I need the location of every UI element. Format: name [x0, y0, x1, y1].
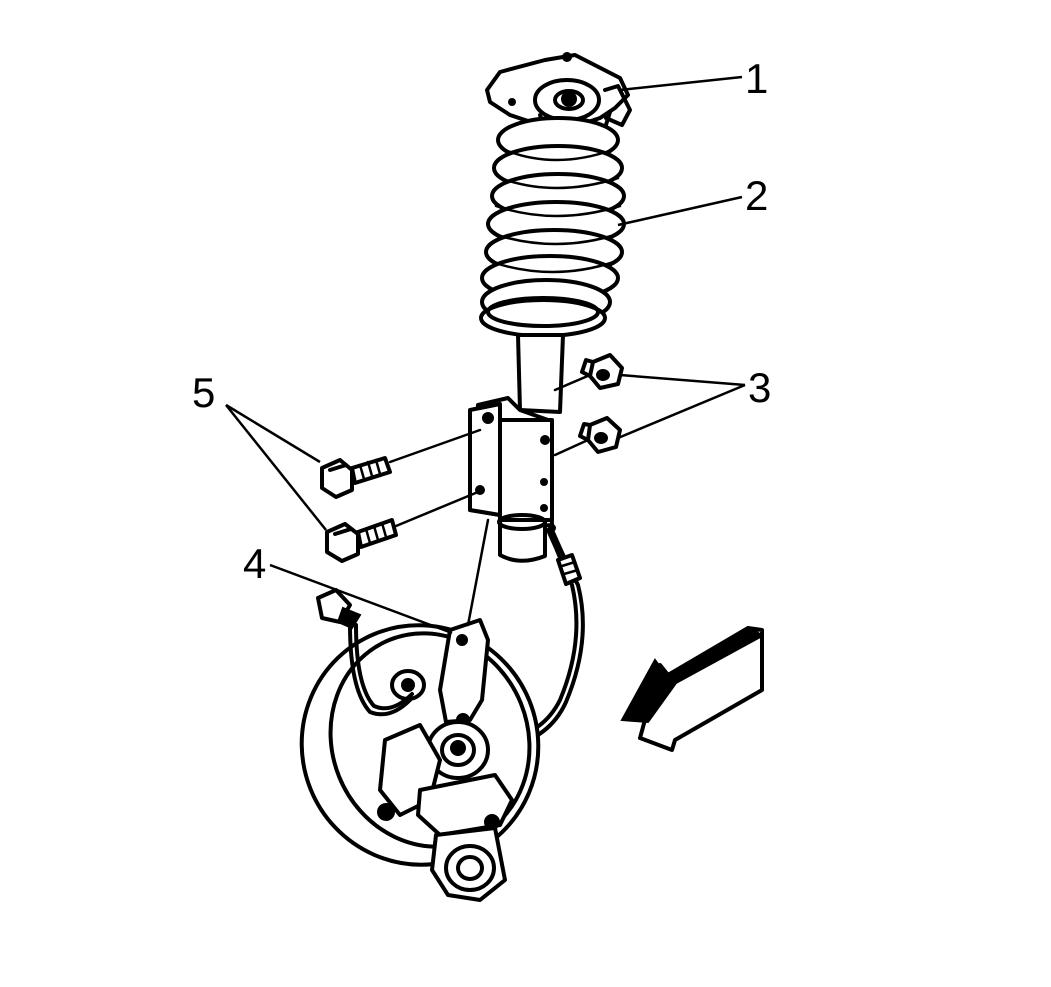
strut-bolt-lower — [325, 518, 398, 563]
upper-strut-mount — [485, 52, 632, 142]
strut-bolt-upper — [320, 456, 392, 499]
strut-nut-lower — [578, 416, 622, 454]
front-direction-arrow-icon — [620, 626, 764, 752]
steering-knuckle-assembly — [299, 588, 541, 902]
callout-4-knuckle: 4 — [243, 540, 266, 587]
callout-3-nuts: 3 — [748, 364, 771, 411]
callout-2-coil-spring: 2 — [745, 172, 768, 219]
coil-spring — [479, 116, 626, 338]
callout-1-upper-mount: 1 — [745, 55, 768, 102]
callout-5-bolts: 5 — [192, 369, 215, 416]
strut-nut-upper — [580, 353, 624, 390]
leader-lines — [225, 75, 746, 635]
strut-tube — [468, 333, 565, 563]
